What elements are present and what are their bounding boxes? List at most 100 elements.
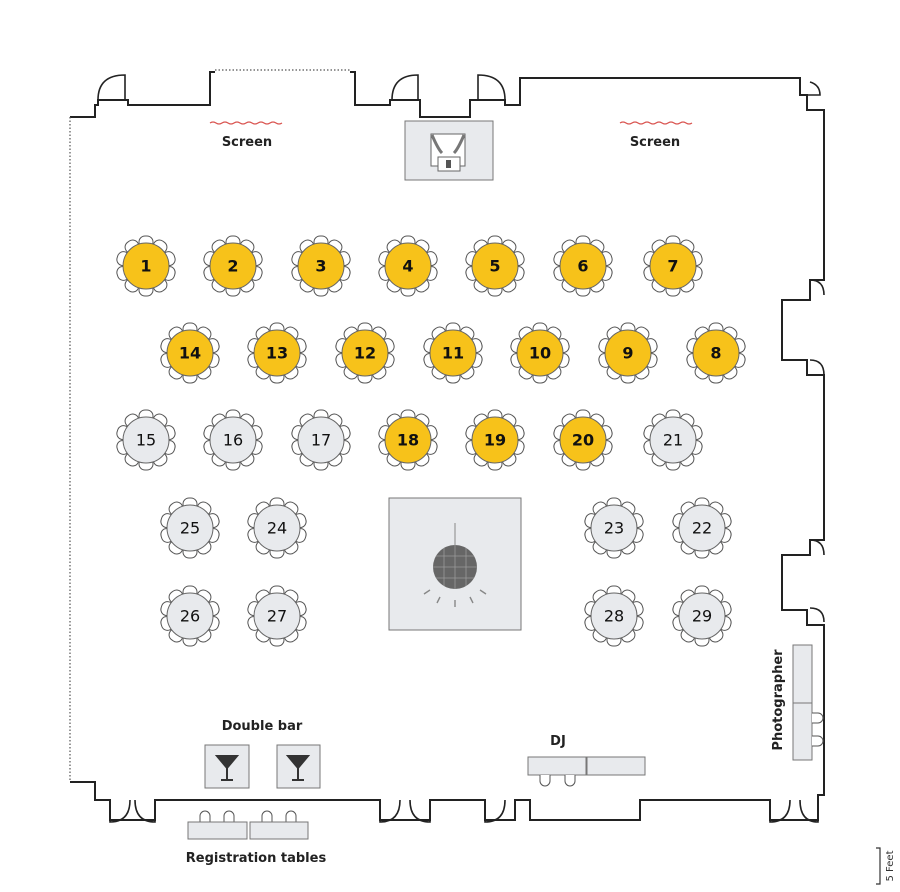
table-15[interactable]: 15 (115, 409, 176, 471)
table-top (559, 242, 607, 290)
table-top (297, 242, 345, 290)
table-23[interactable]: 23 (583, 497, 644, 559)
table-number: 9 (622, 344, 633, 363)
table-top (516, 329, 564, 377)
scale-label: 5 Feet (885, 850, 896, 881)
table-top (590, 592, 638, 640)
table-number: 28 (604, 607, 624, 626)
table-top (341, 329, 389, 377)
table-16[interactable]: 16 (202, 409, 263, 471)
dj-booth[interactable] (527, 756, 646, 787)
table-number: 1 (140, 257, 151, 276)
bar-left[interactable] (204, 744, 250, 789)
table-top (297, 416, 345, 464)
table-21[interactable]: 21 (642, 409, 703, 471)
registration-tables[interactable] (187, 810, 309, 840)
scale-bar (876, 847, 881, 885)
table-top (678, 592, 726, 640)
table-14[interactable]: 14 (159, 322, 220, 384)
table-number: 4 (402, 257, 413, 276)
table-18[interactable]: 18 (377, 409, 438, 471)
table-24[interactable]: 24 (246, 497, 307, 559)
table-17[interactable]: 17 (290, 409, 351, 471)
table-top (122, 416, 170, 464)
table-11[interactable]: 11 (422, 322, 483, 384)
screen-right-marker (619, 121, 693, 125)
room-walls (69, 69, 825, 821)
cocktail-icon (285, 755, 311, 781)
table-top (253, 592, 301, 640)
table-number: 2 (227, 257, 238, 276)
table-10[interactable]: 10 (509, 322, 570, 384)
table-29[interactable]: 29 (671, 585, 732, 647)
table-1[interactable]: 1 (115, 235, 176, 297)
table-20[interactable]: 20 (552, 409, 613, 471)
table-28[interactable]: 28 (583, 585, 644, 647)
photographer-label: Photographer (771, 649, 786, 751)
table-number: 15 (136, 431, 156, 450)
table-top (678, 504, 726, 552)
table-number: 10 (529, 344, 551, 363)
table-19[interactable]: 19 (464, 409, 525, 471)
stage[interactable] (404, 120, 494, 181)
dance-floor[interactable] (388, 497, 522, 631)
screen-right-label: Screen (630, 135, 680, 150)
table-top (559, 416, 607, 464)
table-top (649, 416, 697, 464)
table-6[interactable]: 6 (552, 235, 613, 297)
table-number: 16 (223, 431, 243, 450)
table-number: 14 (179, 344, 201, 363)
table-number: 25 (180, 519, 200, 538)
screen-left-label: Screen (222, 135, 272, 150)
photographer-station[interactable] (792, 644, 824, 761)
table-top (209, 242, 257, 290)
table-number: 20 (572, 431, 594, 450)
table-number: 6 (577, 257, 588, 276)
table-top (166, 592, 214, 640)
table-top (692, 329, 740, 377)
table-top (384, 416, 432, 464)
table-8[interactable]: 8 (685, 322, 746, 384)
dj-label: DJ (550, 734, 566, 749)
table-top (590, 504, 638, 552)
table-9[interactable]: 9 (597, 322, 658, 384)
table-2[interactable]: 2 (202, 235, 263, 297)
cocktail-icon (214, 755, 240, 781)
table-4[interactable]: 4 (377, 235, 438, 297)
table-top (429, 329, 477, 377)
table-number: 19 (484, 431, 506, 450)
table-5[interactable]: 5 (464, 235, 525, 297)
table-number: 18 (397, 431, 419, 450)
table-27[interactable]: 27 (246, 585, 307, 647)
table-number: 23 (604, 519, 624, 538)
table-number: 7 (667, 257, 678, 276)
table-number: 13 (266, 344, 288, 363)
table-25[interactable]: 25 (159, 497, 220, 559)
table-number: 5 (489, 257, 500, 276)
table-top (649, 242, 697, 290)
table-7[interactable]: 7 (642, 235, 703, 297)
table-3[interactable]: 3 (290, 235, 351, 297)
table-number: 21 (663, 431, 683, 450)
table-top (471, 242, 519, 290)
table-number: 26 (180, 607, 200, 626)
table-top (253, 329, 301, 377)
table-12[interactable]: 12 (334, 322, 395, 384)
table-26[interactable]: 26 (159, 585, 220, 647)
table-number: 27 (267, 607, 287, 626)
disco-ball-icon (423, 523, 487, 607)
table-13[interactable]: 13 (246, 322, 307, 384)
table-22[interactable]: 22 (671, 497, 732, 559)
table-number: 8 (710, 344, 721, 363)
stage-icon (430, 133, 466, 172)
table-number: 29 (692, 607, 712, 626)
table-top (209, 416, 257, 464)
table-number: 24 (267, 519, 287, 538)
doors (97, 74, 825, 823)
bar-right[interactable] (276, 744, 321, 789)
registration-label: Registration tables (186, 851, 327, 866)
table-number: 3 (315, 257, 326, 276)
table-number: 11 (442, 344, 464, 363)
